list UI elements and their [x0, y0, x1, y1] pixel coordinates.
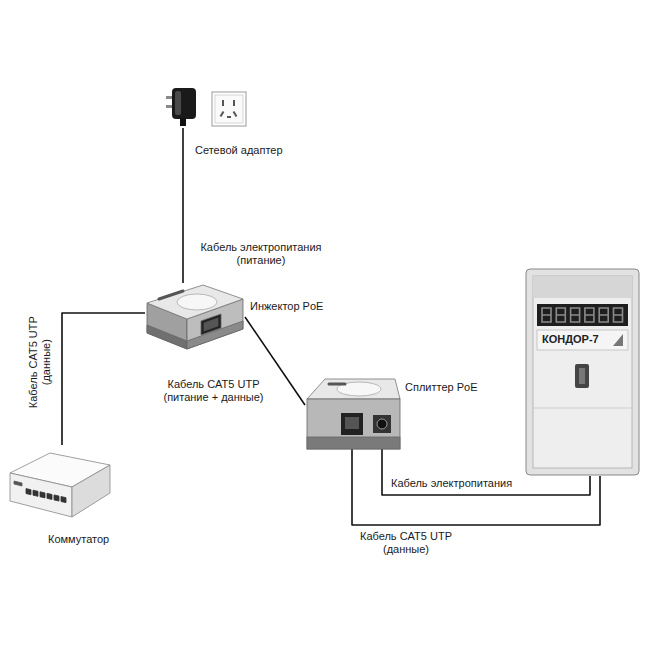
device-label: Сплиттер PoE — [405, 381, 478, 394]
dc-jack-hole — [377, 419, 387, 429]
rj45-port-inner — [345, 417, 359, 429]
device-logo-strip — [537, 330, 628, 350]
power-adapter-drawing — [166, 88, 202, 128]
switch-port — [47, 493, 52, 499]
display-digit — [585, 308, 594, 322]
network-switch-drawing — [10, 445, 110, 523]
device-label: Сетевой адаптер — [195, 144, 283, 157]
switch-port — [54, 495, 59, 501]
device-display — [537, 304, 628, 326]
switch-port — [26, 489, 31, 495]
socket-face — [215, 95, 243, 123]
device-name: КОНДОР-7 — [542, 333, 599, 346]
socket-plate — [212, 92, 246, 126]
socket-slot — [233, 100, 235, 106]
kondor-device-drawing — [525, 268, 640, 476]
adapter-cable-exit — [180, 118, 186, 126]
device-button — [575, 364, 589, 388]
cable-label: Кабель CAT5 UTP (питание + данные) — [150, 378, 277, 404]
splitter-top — [307, 379, 400, 399]
cable-line — [182, 128, 184, 283]
socket-slot — [220, 111, 225, 117]
device-logo — [613, 334, 623, 346]
splitter-base — [307, 437, 400, 449]
kondor-device: КОНДОР-7 — [525, 268, 640, 476]
injector-top — [147, 285, 243, 319]
device-header — [533, 276, 632, 298]
cable-label: Кабель CAT5 UTP (данные) — [345, 530, 467, 556]
poe-splitter: Сплиттер PoE — [305, 375, 402, 449]
socket-slot — [222, 100, 224, 106]
display-digit — [542, 308, 551, 322]
rj45-port-inner — [204, 318, 218, 331]
switch-port — [40, 492, 45, 498]
rj45-port — [201, 314, 221, 335]
switch-logo — [14, 481, 22, 486]
rj45-port — [341, 413, 363, 435]
injector-base — [147, 325, 187, 349]
display-digit — [556, 308, 565, 322]
poe-splitter-drawing — [305, 375, 402, 449]
cable-label: Кабель электропитания — [390, 477, 513, 490]
switch-port — [33, 490, 38, 496]
splitter-front — [307, 399, 400, 449]
device-panel — [533, 276, 632, 468]
device-housing — [526, 269, 639, 475]
socket-slot — [227, 116, 231, 118]
switch-port — [61, 497, 66, 503]
power-adapter: Сетевой адаптер — [166, 88, 202, 128]
switch-front — [10, 473, 72, 517]
socket-slot — [233, 111, 238, 117]
injector-stripe — [159, 291, 183, 299]
network-switch: Коммутатор — [10, 445, 110, 523]
device-label: Инжектор PoE — [250, 300, 323, 313]
dc-jack — [373, 415, 391, 433]
cable-label: Кабель CAT5 UTP (данные) — [27, 301, 53, 423]
injector-badge — [177, 294, 217, 310]
cable-line — [62, 313, 145, 445]
device-panel-line — [533, 408, 632, 409]
switch-side — [72, 465, 110, 517]
device-button-inner — [579, 368, 585, 384]
poe-injector-drawing — [145, 283, 245, 351]
splitter-stripe — [329, 383, 345, 386]
cable-label: Кабель электропитания (питание) — [190, 241, 332, 267]
poe-injector: Инжектор PoE — [145, 283, 245, 351]
device-label: Коммутатор — [48, 533, 109, 546]
display-digit — [614, 308, 623, 322]
adapter-highlight — [175, 91, 181, 115]
display-digit — [571, 308, 580, 322]
display-digit — [599, 308, 608, 322]
adapter-body — [172, 88, 196, 119]
wall-socket — [212, 92, 246, 126]
